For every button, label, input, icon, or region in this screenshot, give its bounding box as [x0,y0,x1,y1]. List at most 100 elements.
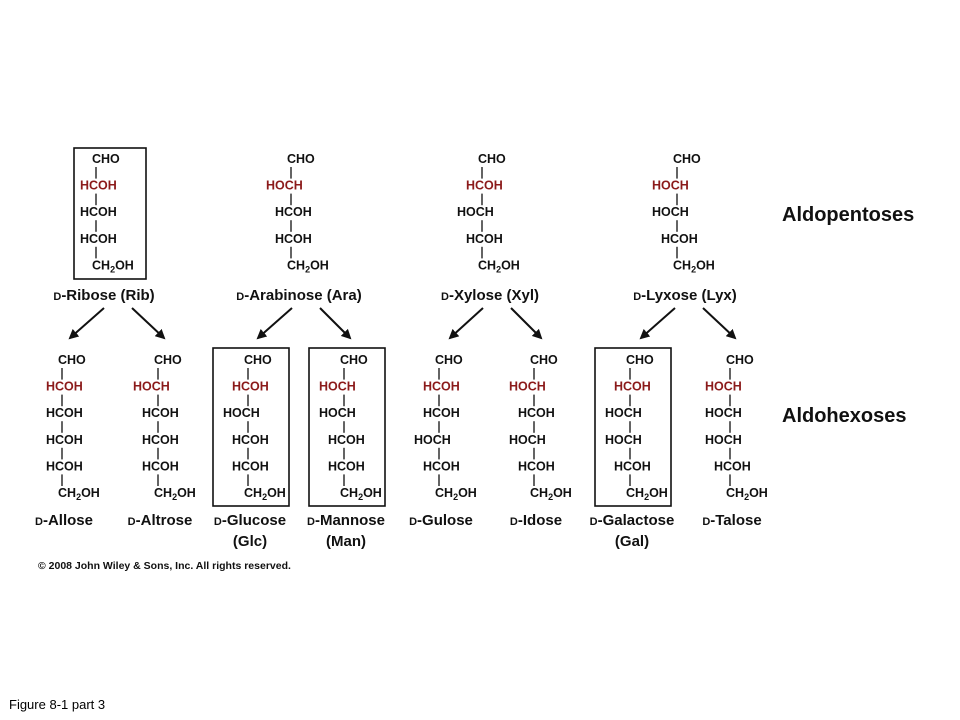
fischer-group: HOCH [223,406,260,420]
fischer-group: CH2OH [340,486,382,502]
fischer-group: HCOH [466,179,503,193]
fischer-group: HCOH [328,459,365,473]
fischer-group: CHO [673,152,701,166]
fischer-group: HCOH [80,205,117,219]
fischer-group: HOCH [652,179,689,193]
highlight-box [308,347,386,507]
fischer-group: HCOH [46,459,83,473]
fischer-group: HOCH [319,380,356,394]
fischer-group: HOCH [705,406,742,420]
arrow-layer [68,307,737,340]
hexose-glucose-name-label: D-Glucose [214,512,286,529]
fischer-group: HOCH [457,205,494,219]
fischer-group: HCOH [614,459,651,473]
category-label-aldopentoses: Aldopentoses [782,204,914,226]
derivation-arrow [256,307,293,340]
hexose-mannose-abbreviation: (Man) [326,533,366,550]
highlight-box [594,347,672,507]
derivation-arrow [319,307,352,340]
highlight-box [73,147,147,280]
derivation-arrow [448,307,484,340]
fischer-group: HCOH [46,433,83,447]
hexose-glucose-abbreviation: (Glc) [233,533,267,550]
hexose-allose-name-label: D-Allose [35,512,93,529]
fischer-group: HCOH [275,232,312,246]
fischer-group: CHO [626,353,654,367]
fischer-group: HOCH [705,433,742,447]
fischer-group: CHO [244,353,272,367]
derivation-arrow [131,307,166,340]
fischer-group: CHO [435,353,463,367]
fischer-group: HCOH [80,179,117,193]
fischer-group: HOCH [319,406,356,420]
fischer-group: HCOH [518,459,555,473]
derivation-arrow [68,307,105,340]
fischer-group: HOCH [266,179,303,193]
fischer-group: CHO [92,152,120,166]
hexose-row: CHOHCOHHCOHHCOHHCOHCH2OHD-AlloseCHOHOCHH… [35,347,768,550]
fischer-group: CH2OH [58,486,100,502]
hexose-galactose-abbreviation: (Gal) [615,533,649,550]
fischer-group: CH2OH [154,486,196,502]
derivation-arrow [510,307,543,340]
fischer-group: CHO [530,353,558,367]
fischer-group: HCOH [423,406,460,420]
fischer-group: CHO [726,353,754,367]
fischer-group: CH2OH [244,486,286,502]
fischer-group: CHO [340,353,368,367]
hexose-gulose-name-label: D-Gulose [409,512,473,529]
fischer-group: CH2OH [435,486,477,502]
fischer-group: CHO [287,152,315,166]
fischer-group: CH2OH [530,486,572,502]
fischer-group: HCOH [232,459,269,473]
category-label-aldohexoses: Aldohexoses [782,405,906,427]
fischer-group: HOCH [509,380,546,394]
fischer-group: CH2OH [478,258,520,274]
pentose-lyxose-lyx-name-label: D-Lyxose (Lyx) [633,287,737,304]
fischer-group: HCOH [232,433,269,447]
fischer-group: CH2OH [673,258,715,274]
hexose-glucose-structure: CHO HCOH HOCH HCOH HCOH CH2OH [223,353,286,502]
fischer-group: HOCH [414,433,451,447]
fischer-group: HCOH [423,380,460,394]
fischer-group: HCOH [614,380,651,394]
figure-caption: Figure 8-1 part 3 [9,697,106,712]
fischer-group: HCOH [46,406,83,420]
pentose-arabinose-ara-name-label: D-Arabinose (Ara) [236,287,361,304]
fischer-group: HCOH [661,232,698,246]
fischer-group: HCOH [328,433,365,447]
hexose-galactose-name-label: D-Galactose [590,512,675,529]
fischer-group: CHO [154,353,182,367]
highlight-box [212,347,290,507]
fischer-group: HCOH [714,459,751,473]
fischer-group: HOCH [605,406,642,420]
hexose-mannose-structure: CHO HOCH HOCH HCOH HCOH CH2OH [319,353,382,502]
fischer-group: HCOH [518,406,555,420]
fischer-group: HCOH [232,380,269,394]
fischer-group: HOCH [605,433,642,447]
pentose-row: CHO HCOH HCOH HCOH CH2OH D-Ribose (Rib) CHO HOC… [53,147,737,304]
pentose-xylose-xyl-name-label: D-Xylose (Xyl) [441,287,539,304]
pentose-ribose-rib-name-label: D-Ribose (Rib) [53,287,154,304]
fischer-group: CHO [58,353,86,367]
fischer-group: HOCH [705,380,742,394]
fischer-group: CH2OH [287,258,329,274]
fischer-group: HCOH [466,232,503,246]
hexose-glucose: CHO HCOH HOCH HCOH HCOH CH2OH D-Glucose (Glc) [212,347,290,550]
